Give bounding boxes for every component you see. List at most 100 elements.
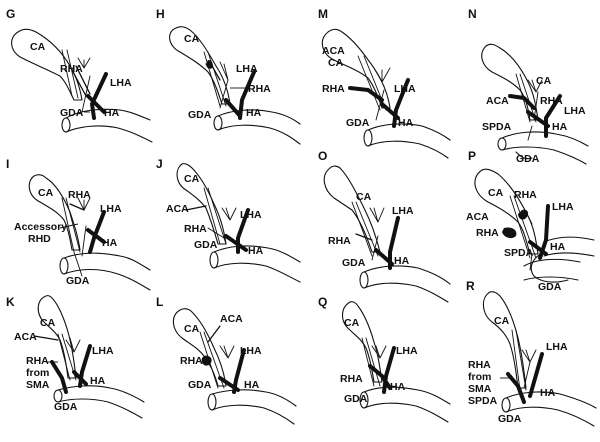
arteries	[199, 325, 246, 394]
label-gda: GDA	[54, 401, 78, 413]
panel-letter: N	[468, 7, 477, 21]
panel-letter: M	[318, 7, 328, 21]
gallbladder-outline	[172, 308, 227, 387]
arteries	[61, 49, 108, 120]
panel-letter: O	[318, 149, 327, 163]
label-gda: GDA	[498, 413, 522, 425]
label-gda: GDA	[188, 109, 212, 121]
label-lha: LHA	[110, 77, 132, 89]
label-spda: SPDA	[468, 395, 498, 407]
arteries	[361, 337, 396, 394]
label-lha: LHA	[396, 345, 418, 357]
label-gda: GDA	[66, 275, 90, 287]
label-rha: RHA	[26, 355, 49, 367]
label-sma: SMA	[468, 383, 492, 395]
arteries	[185, 187, 250, 254]
label-ca: CA	[536, 75, 552, 87]
label-gda: GDA	[346, 117, 370, 129]
duodenum-outline	[207, 389, 297, 425]
label-accessory: Accessory	[14, 221, 67, 233]
label-rha: RHA	[328, 235, 351, 247]
panel-r: R CA LHA RHA from SMA SPDA HA GDA	[466, 279, 597, 427]
label-lha: LHA	[392, 205, 414, 217]
label-lha: LHA	[394, 83, 416, 95]
label-rha: RHA	[68, 189, 91, 201]
gallbladder-outline	[482, 291, 527, 389]
gallbladder-outline	[176, 163, 227, 245]
label-ha: HA	[390, 381, 406, 393]
panel-letter: Q	[318, 295, 327, 309]
label-gda: GDA	[538, 281, 562, 293]
label-lha: LHA	[240, 209, 262, 221]
label-rha-upper: RHA	[514, 189, 537, 201]
panel-letter: I	[6, 157, 9, 171]
label-ca: CA	[30, 41, 46, 53]
label-ha: HA	[550, 241, 566, 253]
label-rha-lower: RHA	[476, 227, 499, 239]
label-ha: HA	[540, 387, 556, 399]
label-ha: HA	[104, 107, 120, 119]
label-aca: ACA	[486, 95, 509, 107]
label-aca: ACA	[14, 331, 37, 343]
gallbladder-outline	[341, 301, 383, 383]
label-ha: HA	[248, 245, 264, 257]
label-ca: CA	[356, 191, 372, 203]
label-sma: SMA	[26, 379, 50, 391]
label-rha: RHA	[248, 83, 271, 95]
gallbladder-outline	[28, 174, 81, 251]
panel-g: G CA RHA LHA GDA HA	[6, 7, 153, 143]
label-lha: LHA	[552, 201, 574, 213]
label-ca: CA	[184, 173, 200, 185]
label-ca: CA	[184, 33, 200, 45]
panel-k: K CA ACA LHA RHA from SMA HA GDA	[6, 295, 145, 419]
label-rha: RHA	[180, 355, 203, 367]
panel-letter: K	[6, 295, 15, 309]
panel-letter: J	[156, 157, 163, 171]
panel-letter: L	[156, 295, 163, 309]
arteries	[506, 329, 544, 404]
panel-p: P CA RHA LHA ACA RHA SPDA HA GDA	[466, 149, 595, 293]
label-rha: RHA	[468, 359, 491, 371]
label-lha: LHA	[236, 63, 258, 75]
arteries	[33, 333, 92, 394]
panel-q: Q CA LHA RHA HA GDA	[318, 295, 451, 423]
duodenum-outline	[61, 108, 153, 143]
panel-l: L ACA CA LHA RHA GDA HA	[156, 295, 297, 425]
panel-h: H CA LHA RHA GDA HA	[156, 7, 301, 145]
label-rha: RHA	[340, 373, 363, 385]
label-ca: CA	[184, 323, 200, 335]
label-ca: CA	[488, 187, 504, 199]
panel-letter: G	[6, 7, 15, 21]
label-ha: HA	[552, 121, 568, 133]
label-gda: GDA	[516, 153, 540, 165]
duodenum-outline	[213, 109, 301, 145]
label-from: from	[26, 367, 49, 379]
duodenum-outline	[359, 265, 451, 303]
arteries	[203, 51, 256, 120]
label-lha: LHA	[100, 203, 122, 215]
panel-m: M ACA CA RHA LHA GDA HA	[318, 7, 451, 159]
panel-o: O CA RHA LHA GDA HA	[318, 149, 451, 303]
label-lha: LHA	[240, 345, 262, 357]
panel-n: N CA ACA RHA LHA SPDA HA GDA	[468, 7, 589, 165]
leader-accessory-rhd	[59, 223, 79, 229]
label-aca: ACA	[466, 211, 489, 223]
label-gda: GDA	[60, 107, 84, 119]
label-gda: GDA	[342, 257, 366, 269]
label-ca: CA	[494, 315, 510, 327]
gallbladder-outline	[11, 28, 83, 101]
panel-j: J CA ACA RHA LHA GDA HA	[156, 157, 301, 283]
label-ca: CA	[344, 317, 360, 329]
panel-i: I CA RHA LHA Accessory RHD HA GDA	[6, 157, 151, 291]
label-lha: LHA	[92, 345, 114, 357]
duodenum-outline	[59, 252, 151, 291]
label-ca: CA	[328, 57, 344, 69]
label-aca: ACA	[322, 45, 345, 57]
label-ha: HA	[394, 255, 410, 267]
label-ha: HA	[244, 379, 260, 391]
gallbladder-outline	[37, 295, 77, 379]
duodenum-outline	[53, 385, 145, 419]
label-gda: GDA	[344, 393, 368, 405]
duodenum-outline	[359, 386, 451, 423]
label-aca: ACA	[220, 313, 243, 325]
